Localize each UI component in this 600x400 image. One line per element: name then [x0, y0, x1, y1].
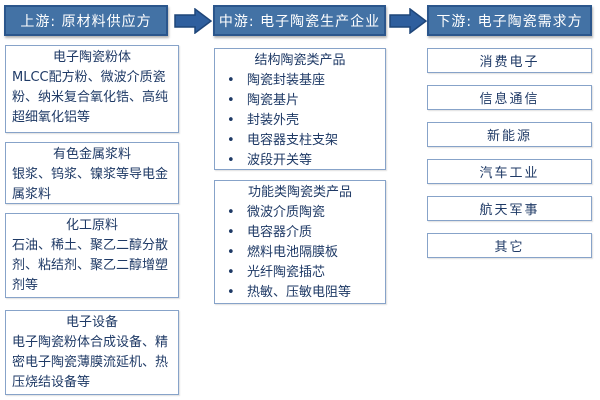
list-item: • 波段开关等: [221, 151, 379, 171]
midstream-box-functional-ceramics: 功能类陶瓷类产品 • 微波介质陶瓷 • 电容器介质 • 燃料电池隔膜板 • 光纤…: [214, 180, 386, 304]
list-item-label: 热敏、压敏电阻等: [247, 285, 352, 300]
bullet-icon: •: [227, 153, 235, 168]
list-item-label: 封装外壳: [247, 113, 300, 128]
box-title: 功能类陶瓷类产品: [247, 185, 352, 200]
list-item-label: 电容器支柱支架: [247, 133, 339, 148]
list-item: • 陶瓷基片: [221, 91, 379, 111]
header-upstream: 上游: 原材料供应方: [4, 5, 168, 36]
bullet-icon: •: [227, 73, 235, 88]
header-midstream: 中游: 电子陶瓷生产企业: [213, 5, 386, 36]
list-item-label: 陶瓷封装基座: [247, 73, 326, 88]
list-item-label: 微波介质陶瓷: [247, 205, 326, 220]
list-item-label: 光纤陶瓷插芯: [247, 265, 326, 280]
bullet-icon: •: [227, 265, 235, 280]
upstream-box-chemical-materials: 化工原料 石油、稀土、聚乙二醇分散剂、粘结剂、聚乙二醇增塑剂等: [5, 213, 179, 298]
list-item-label: 陶瓷基片: [247, 93, 300, 108]
upstream-box-electronic-equipment: 电子设备 电子陶瓷粉体合成设备、精密电子陶瓷薄膜流延机、热压烧结设备等: [5, 310, 179, 395]
upstream-box-ceramic-powder: 电子陶瓷粉体 MLCC配方粉、微波介质瓷粉、纳米复合氧化锆、高纯超细氧化铝等: [5, 45, 179, 133]
list-item-label: 燃料电池隔膜板: [247, 245, 339, 260]
flow-arrow-icon: [174, 8, 212, 34]
box-title: 化工原料: [65, 218, 118, 233]
bullet-icon: •: [227, 133, 235, 148]
midstream-box-structural-ceramics: 结构陶瓷类产品 • 陶瓷封装基座 • 陶瓷基片 • 封装外壳 • 电容器支柱支架…: [214, 48, 386, 170]
box-title: 结构陶瓷类产品: [254, 53, 346, 68]
box-body: MLCC配方粉、微波介质瓷粉、纳米复合氧化锆、高纯超细氧化铝等: [12, 70, 169, 125]
downstream-box-aerospace-military: 航天军事: [427, 196, 592, 221]
list-item: • 燃料电池隔膜板: [221, 243, 379, 263]
downstream-box-automotive-industry: 汽车工业: [427, 159, 592, 184]
box-body: 电子陶瓷粉体合成设备、精密电子陶瓷薄膜流延机、热压烧结设备等: [12, 335, 169, 390]
list-item-label: 电容器介质: [247, 225, 313, 240]
list-item-label: 波段开关等: [247, 153, 313, 168]
bullet-icon: •: [227, 245, 235, 260]
downstream-box-consumer-electronics: 消费电子: [427, 48, 592, 73]
downstream-box-information-communication: 信息通信: [427, 85, 592, 110]
list-item: • 封装外壳: [221, 111, 379, 131]
bullet-icon: •: [227, 285, 235, 300]
downstream-box-new-energy: 新能源: [427, 122, 592, 147]
list-item: • 微波介质陶瓷: [221, 203, 379, 223]
list-item: • 电容器支柱支架: [221, 131, 379, 151]
upstream-box-metal-paste: 有色金属浆料 银浆、钨浆、镍浆等导电金属浆料: [5, 142, 179, 204]
box-title: 电子陶瓷粉体: [52, 50, 131, 65]
box-title: 有色金属浆料: [52, 147, 131, 162]
bullet-icon: •: [227, 205, 235, 220]
bullet-icon: •: [227, 93, 235, 108]
downstream-box-other: 其它: [427, 233, 592, 258]
list-item: • 光纤陶瓷插芯: [221, 263, 379, 283]
bullet-icon: •: [227, 113, 235, 128]
list-item: • 热敏、压敏电阻等: [221, 283, 379, 303]
list-item: • 电容器介质: [221, 223, 379, 243]
box-body: 银浆、钨浆、镍浆等导电金属浆料: [12, 167, 169, 202]
list-item: • 陶瓷封装基座: [221, 71, 379, 91]
box-title: 电子设备: [65, 315, 118, 330]
box-body: 石油、稀土、聚乙二醇分散剂、粘结剂、聚乙二醇增塑剂等: [12, 238, 169, 293]
flow-arrow-icon: [389, 8, 427, 34]
header-downstream: 下游: 电子陶瓷需求方: [427, 5, 592, 36]
bullet-icon: •: [227, 225, 235, 240]
